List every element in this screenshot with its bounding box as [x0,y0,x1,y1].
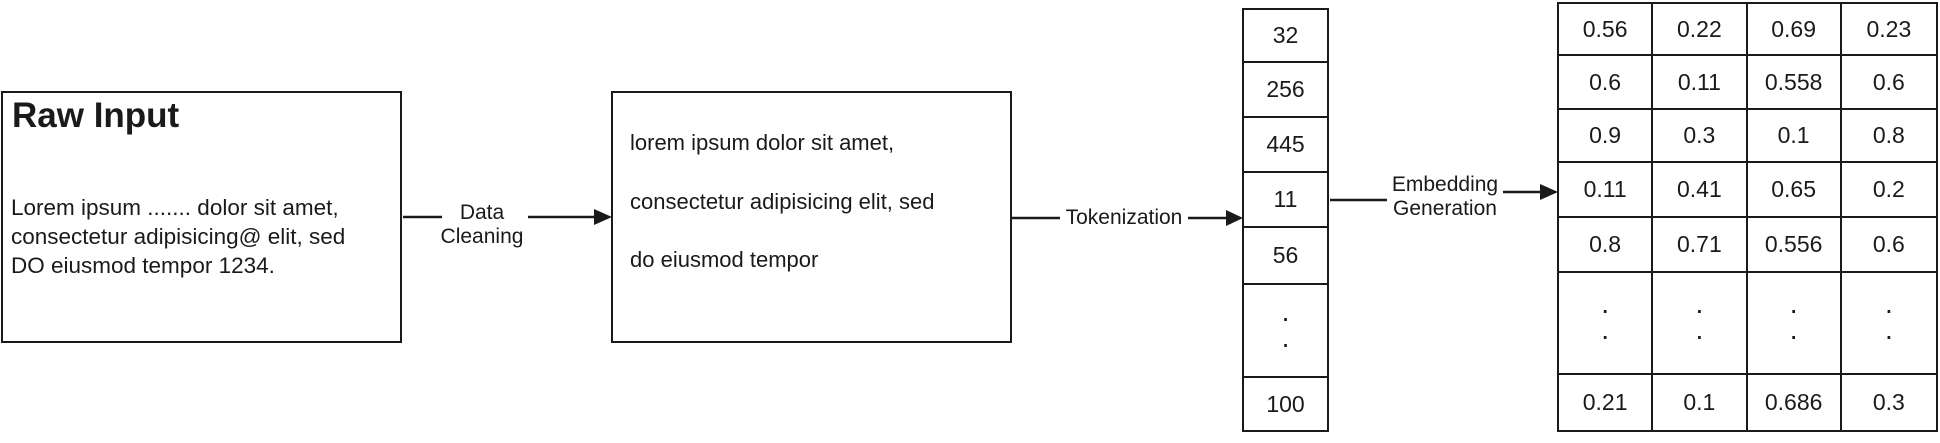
cleaned-text-line: consectetur adipisicing elit, sed [630,188,935,214]
cleaned-text-box: lorem ipsum dolor sit amet, consectetur … [611,91,1012,343]
matrix-cell: 0.556 [1747,218,1842,273]
raw-input-text-line: DO eiusmod tempor 1234. [11,253,275,278]
matrix-cell: 0.41 [1653,163,1748,218]
matrix-cell: 0.56 [1559,4,1654,56]
matrix-cell: 0.8 [1841,110,1936,163]
raw-input-text: Lorem ipsum ....... dolor sit amet, cons… [11,193,345,280]
matrix-cell: 0.3 [1872,389,1905,415]
matrix-vertical-ellipsis: · · [1747,273,1842,375]
token-cell: 445 [1244,118,1327,173]
matrix-vertical-ellipsis: · · [1559,273,1654,375]
matrix-vertical-ellipsis: · · [1841,273,1936,375]
cleaned-text: lorem ipsum dolor sit amet, consectetur … [630,114,935,290]
matrix-cell: 0.71 [1653,218,1748,273]
matrix-cell: 0.558 [1747,56,1842,110]
matrix-cell: 0.65 [1747,163,1842,218]
data-cleaning-arrow [403,209,612,225]
token-cell: 32 [1244,10,1327,63]
token-vertical-ellipsis: · · [1244,285,1327,378]
cleaned-text-line: do eiusmod tempor [630,247,819,272]
token-cell: 56 [1244,228,1327,285]
raw-input-text-line: consectetur adipisicing@ elit, sed [11,224,346,249]
token-column: 32 256 445 11 56 · · 100 [1242,8,1329,432]
embedding-generation-label: Embedding Generation [1391,173,1499,220]
token-cell: 256 [1244,63,1327,118]
matrix-cell: 0.11 [1559,163,1654,218]
matrix-cell: 0.6 [1841,218,1936,273]
matrix-cell: 0.3 [1653,110,1748,163]
matrix-cell: 0.23 [1841,4,1936,56]
matrix-cell: 0.1 [1747,110,1842,163]
matrix-cell: 0.21 [1559,375,1654,430]
matrix-cell: 0.1 [1653,375,1748,430]
cleaned-text-line: lorem ipsum dolor sit amet, [630,130,895,155]
raw-input-title: Raw Input [12,96,180,135]
matrix-cell: 0.6 [1841,56,1936,110]
token-cell: 100 [1266,390,1305,417]
embedding-generation-arrow [1330,184,1558,202]
token-cell: 11 [1244,173,1327,228]
raw-input-text-line: Lorem ipsum ....... dolor sit amet, [11,195,339,220]
tokenization-arrow [1012,210,1243,226]
data-cleaning-label: Data Cleaning [440,201,524,248]
matrix-cell: 0.69 [1747,4,1842,56]
matrix-cell: 0.2 [1841,163,1936,218]
matrix-cell: 0.22 [1653,4,1748,56]
embedding-matrix: 0.56 0.22 0.69 0.23 0.6 0.11 0.558 0.6 0… [1557,2,1938,432]
matrix-cell: 0.6 [1559,56,1654,110]
matrix-cell: 0.8 [1559,218,1654,273]
matrix-cell: 0.686 [1748,375,1842,430]
matrix-vertical-ellipsis: · · [1653,273,1748,375]
matrix-cell: 0.11 [1653,56,1748,110]
tokenization-label: Tokenization [1065,206,1183,229]
matrix-cell: 0.9 [1559,110,1654,163]
raw-input-box: Raw Input Lorem ipsum ....... dolor sit … [1,91,402,343]
